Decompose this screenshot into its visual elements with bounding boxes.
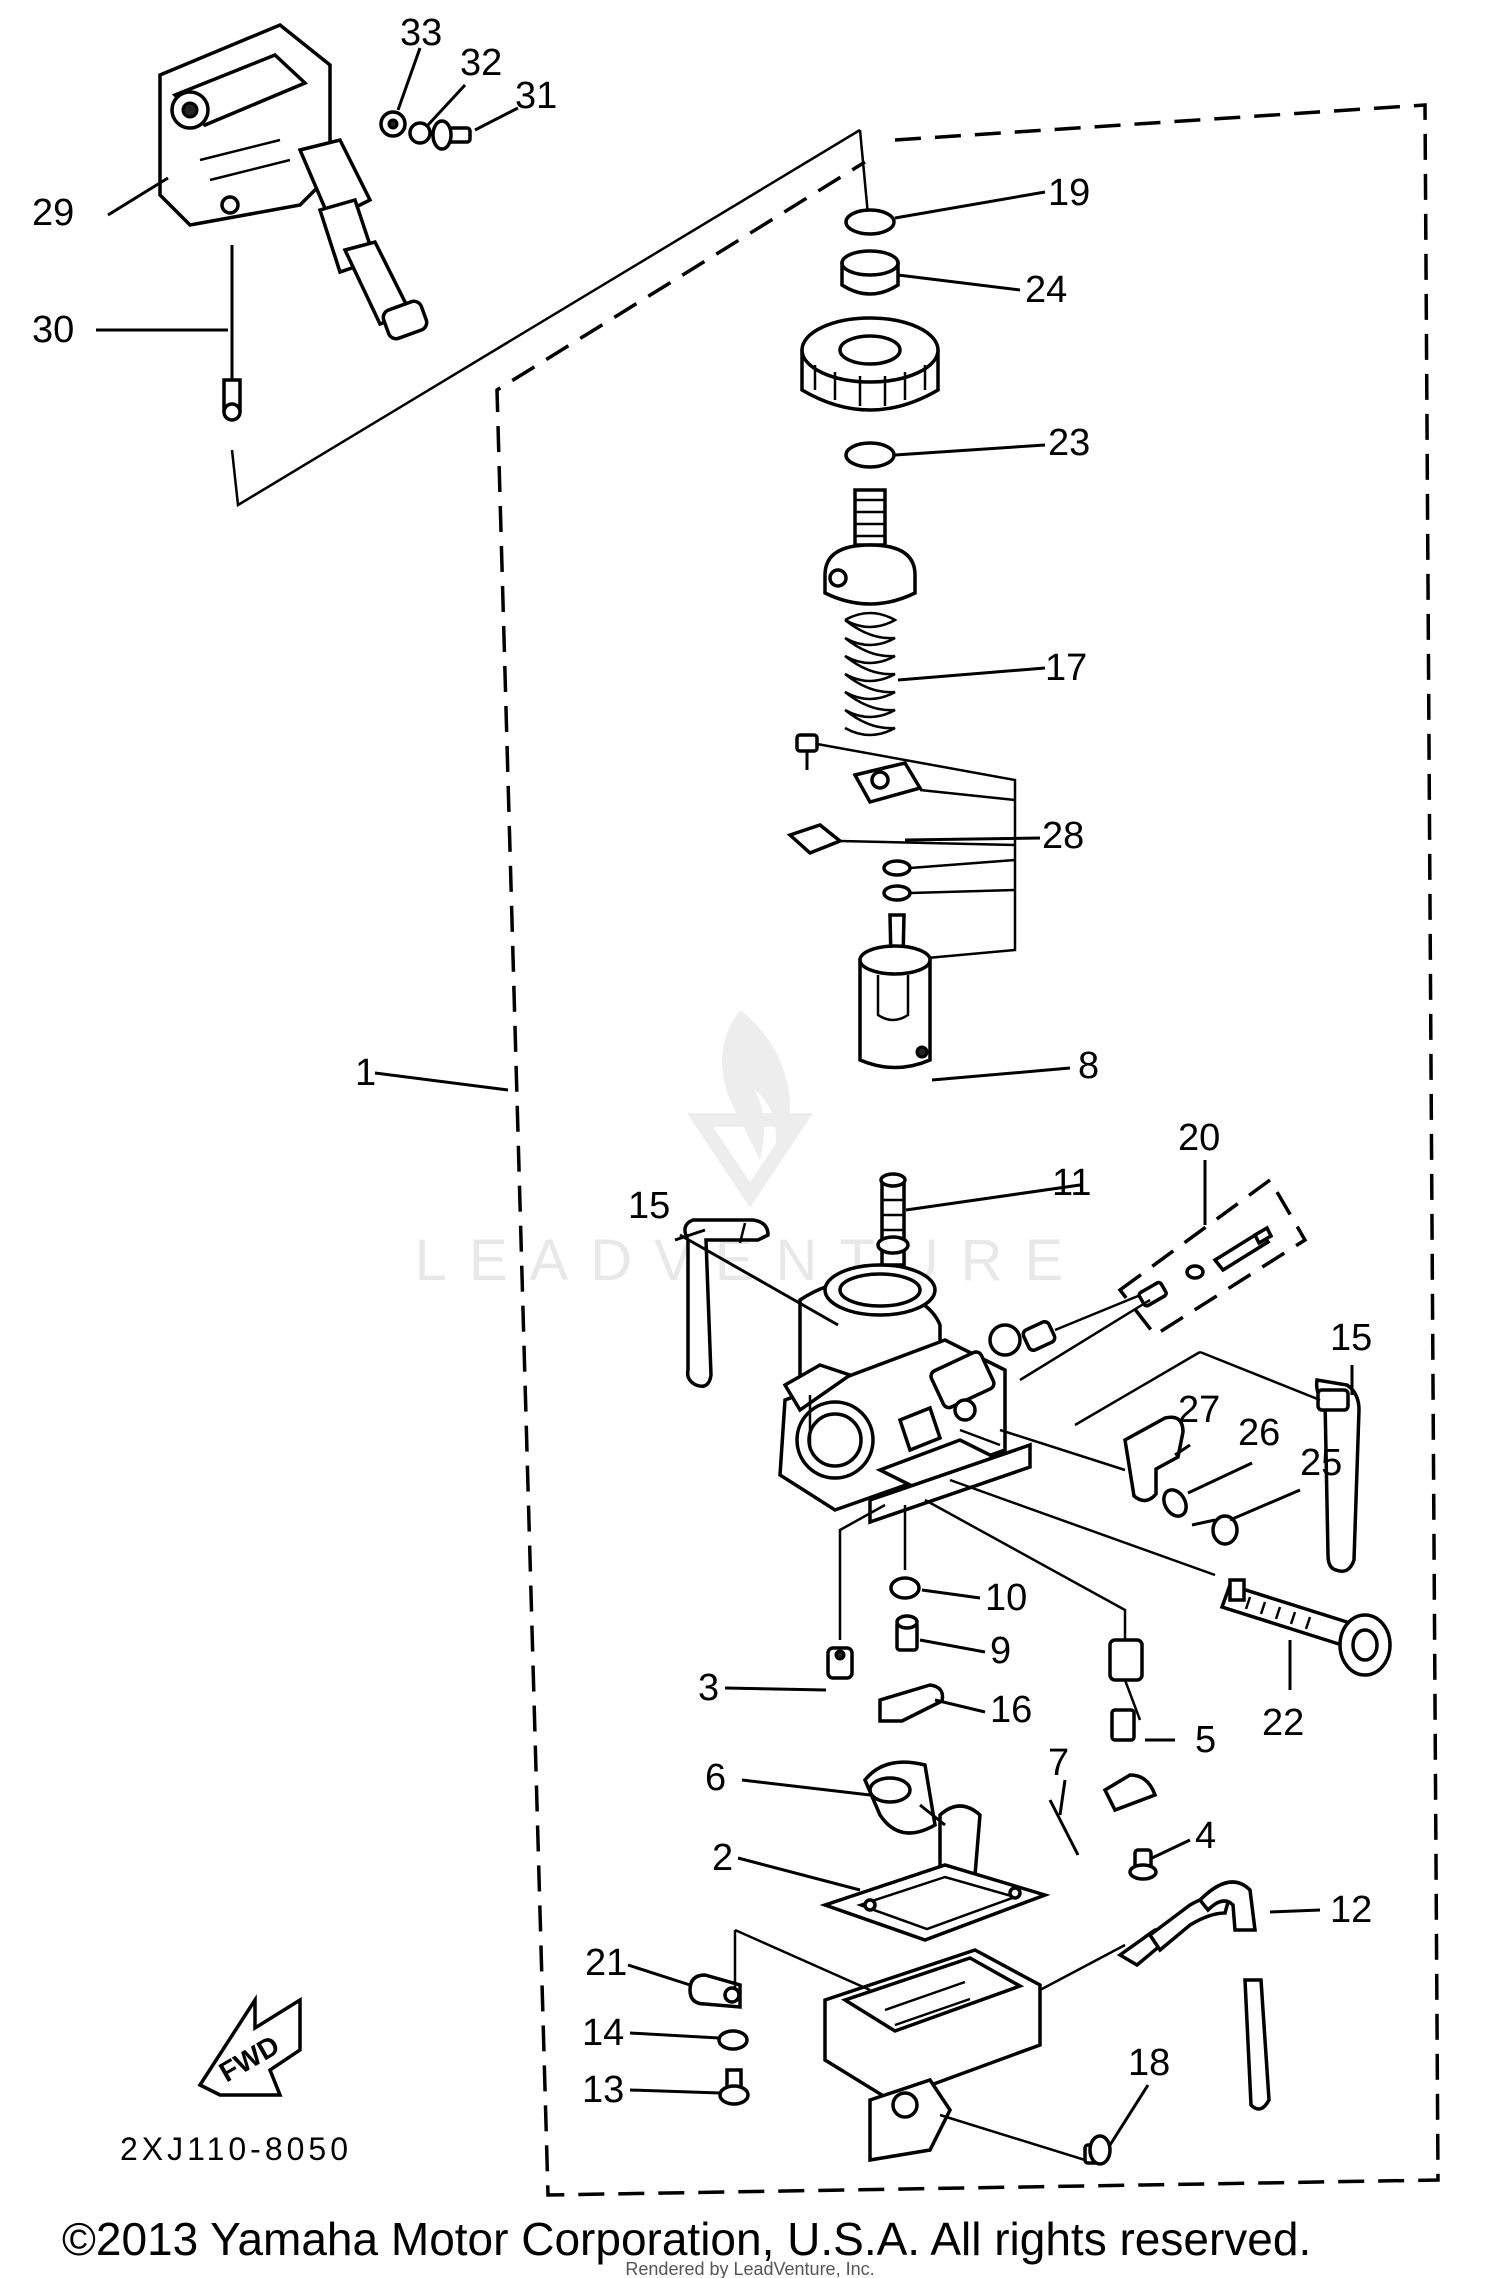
copyright-text: ©2013 Yamaha Motor Corporation, U.S.A. A… [62,2213,1311,2265]
callout-29: 29 [32,192,74,234]
gasket-2-part [819,1863,1051,1942]
callout-21: 21 [585,1942,627,1984]
washer-19-part [844,208,896,236]
callout-6: 6 [705,1757,726,1799]
cable-adjuster-part [222,245,242,422]
pilot-screw-set-20-part [1117,1177,1308,1338]
callout-12: 12 [1330,1889,1372,1931]
callout-labels: 1 2 3 4 5 6 7 8 9 10 11 12 13 14 15 15 1… [32,12,1372,2111]
bracket-washer-screw-parts [688,1930,750,2106]
callout-16: 16 [990,1689,1032,1731]
pin-7-part [1048,1799,1080,1856]
o-ring-23-part [844,441,896,469]
callout-3: 3 [698,1667,719,1709]
throttle-cap-part [823,488,917,606]
screw-washer-nut-parts [379,110,472,151]
callout-22: 22 [1262,1702,1304,1744]
mixing-chamber-top-part [800,316,940,412]
carburetor-body-part [778,1263,1032,1525]
diagram-code: 2XJ110-8050 [120,2131,352,2167]
throttle-valve-8-part [858,944,932,1070]
leader-lines [96,47,1354,2146]
callout-4: 4 [1195,1815,1216,1857]
throttle-link-dashed [230,128,861,508]
callout-14: 14 [582,2012,624,2054]
callout-32: 32 [460,42,502,84]
callout-28: 28 [1042,815,1084,857]
bracket-screw-parts [999,1350,1321,1546]
callout-24: 24 [1025,269,1067,311]
throttle-housing-part [158,22,429,341]
drain-screw-18-part [1083,2134,1112,2166]
callout-23: 23 [1048,422,1090,464]
washer-10-part [889,1505,921,1600]
vent-tube-15-right-part [1314,1377,1361,1573]
callout-8: 8 [1078,1045,1099,1087]
callout-27: 27 [1178,1389,1220,1431]
needle-jet-11-part [876,1172,910,1267]
pilot-jet-5-part [924,1498,1158,1813]
fwd-arrow: FWD [197,1994,302,2097]
callout-30: 30 [32,309,74,351]
callout-15-left: 15 [628,1185,670,1227]
callout-20: 20 [1178,1117,1220,1159]
callout-19: 19 [1048,172,1090,214]
callout-26: 26 [1238,1412,1280,1454]
cap-nut-24-part [840,249,900,296]
plug-part [1021,1320,1057,1352]
spring-17-part [844,611,898,737]
assembly-outline [495,103,1440,2197]
callout-17: 17 [1045,647,1087,689]
callout-11: 11 [1052,1162,1091,1204]
callout-5: 5 [1195,1719,1216,1761]
callout-18: 18 [1128,2042,1170,2084]
drain-tube-12-part [1116,1880,1271,2111]
watermark: LEADVENTURE [415,1010,1063,1293]
vent-tube-15-left-part [683,1218,770,1388]
callout-15-right: 15 [1330,1317,1372,1359]
main-jet-9-part [895,1614,919,1652]
float-chamber-part [734,1928,1126,2163]
throttle-stop-screw-22-part [949,1478,1392,1677]
callout-10: 10 [985,1577,1027,1619]
float-6-part [862,1760,982,1881]
screw-4-part [1128,1848,1158,1881]
callout-33: 33 [400,12,442,54]
callout-13: 13 [582,2069,624,2111]
callout-2: 2 [712,1837,733,1879]
plate-16-part [878,1683,945,1723]
callout-1: 1 [355,1052,376,1094]
callout-31: 31 [515,75,557,117]
callout-25: 25 [1300,1442,1342,1484]
callout-9: 9 [990,1630,1011,1672]
jet-3-part [826,1503,886,1680]
rendered-by-text: Rendered by LeadVenture, Inc. [625,2259,874,2278]
callout-7: 7 [1048,1742,1069,1784]
